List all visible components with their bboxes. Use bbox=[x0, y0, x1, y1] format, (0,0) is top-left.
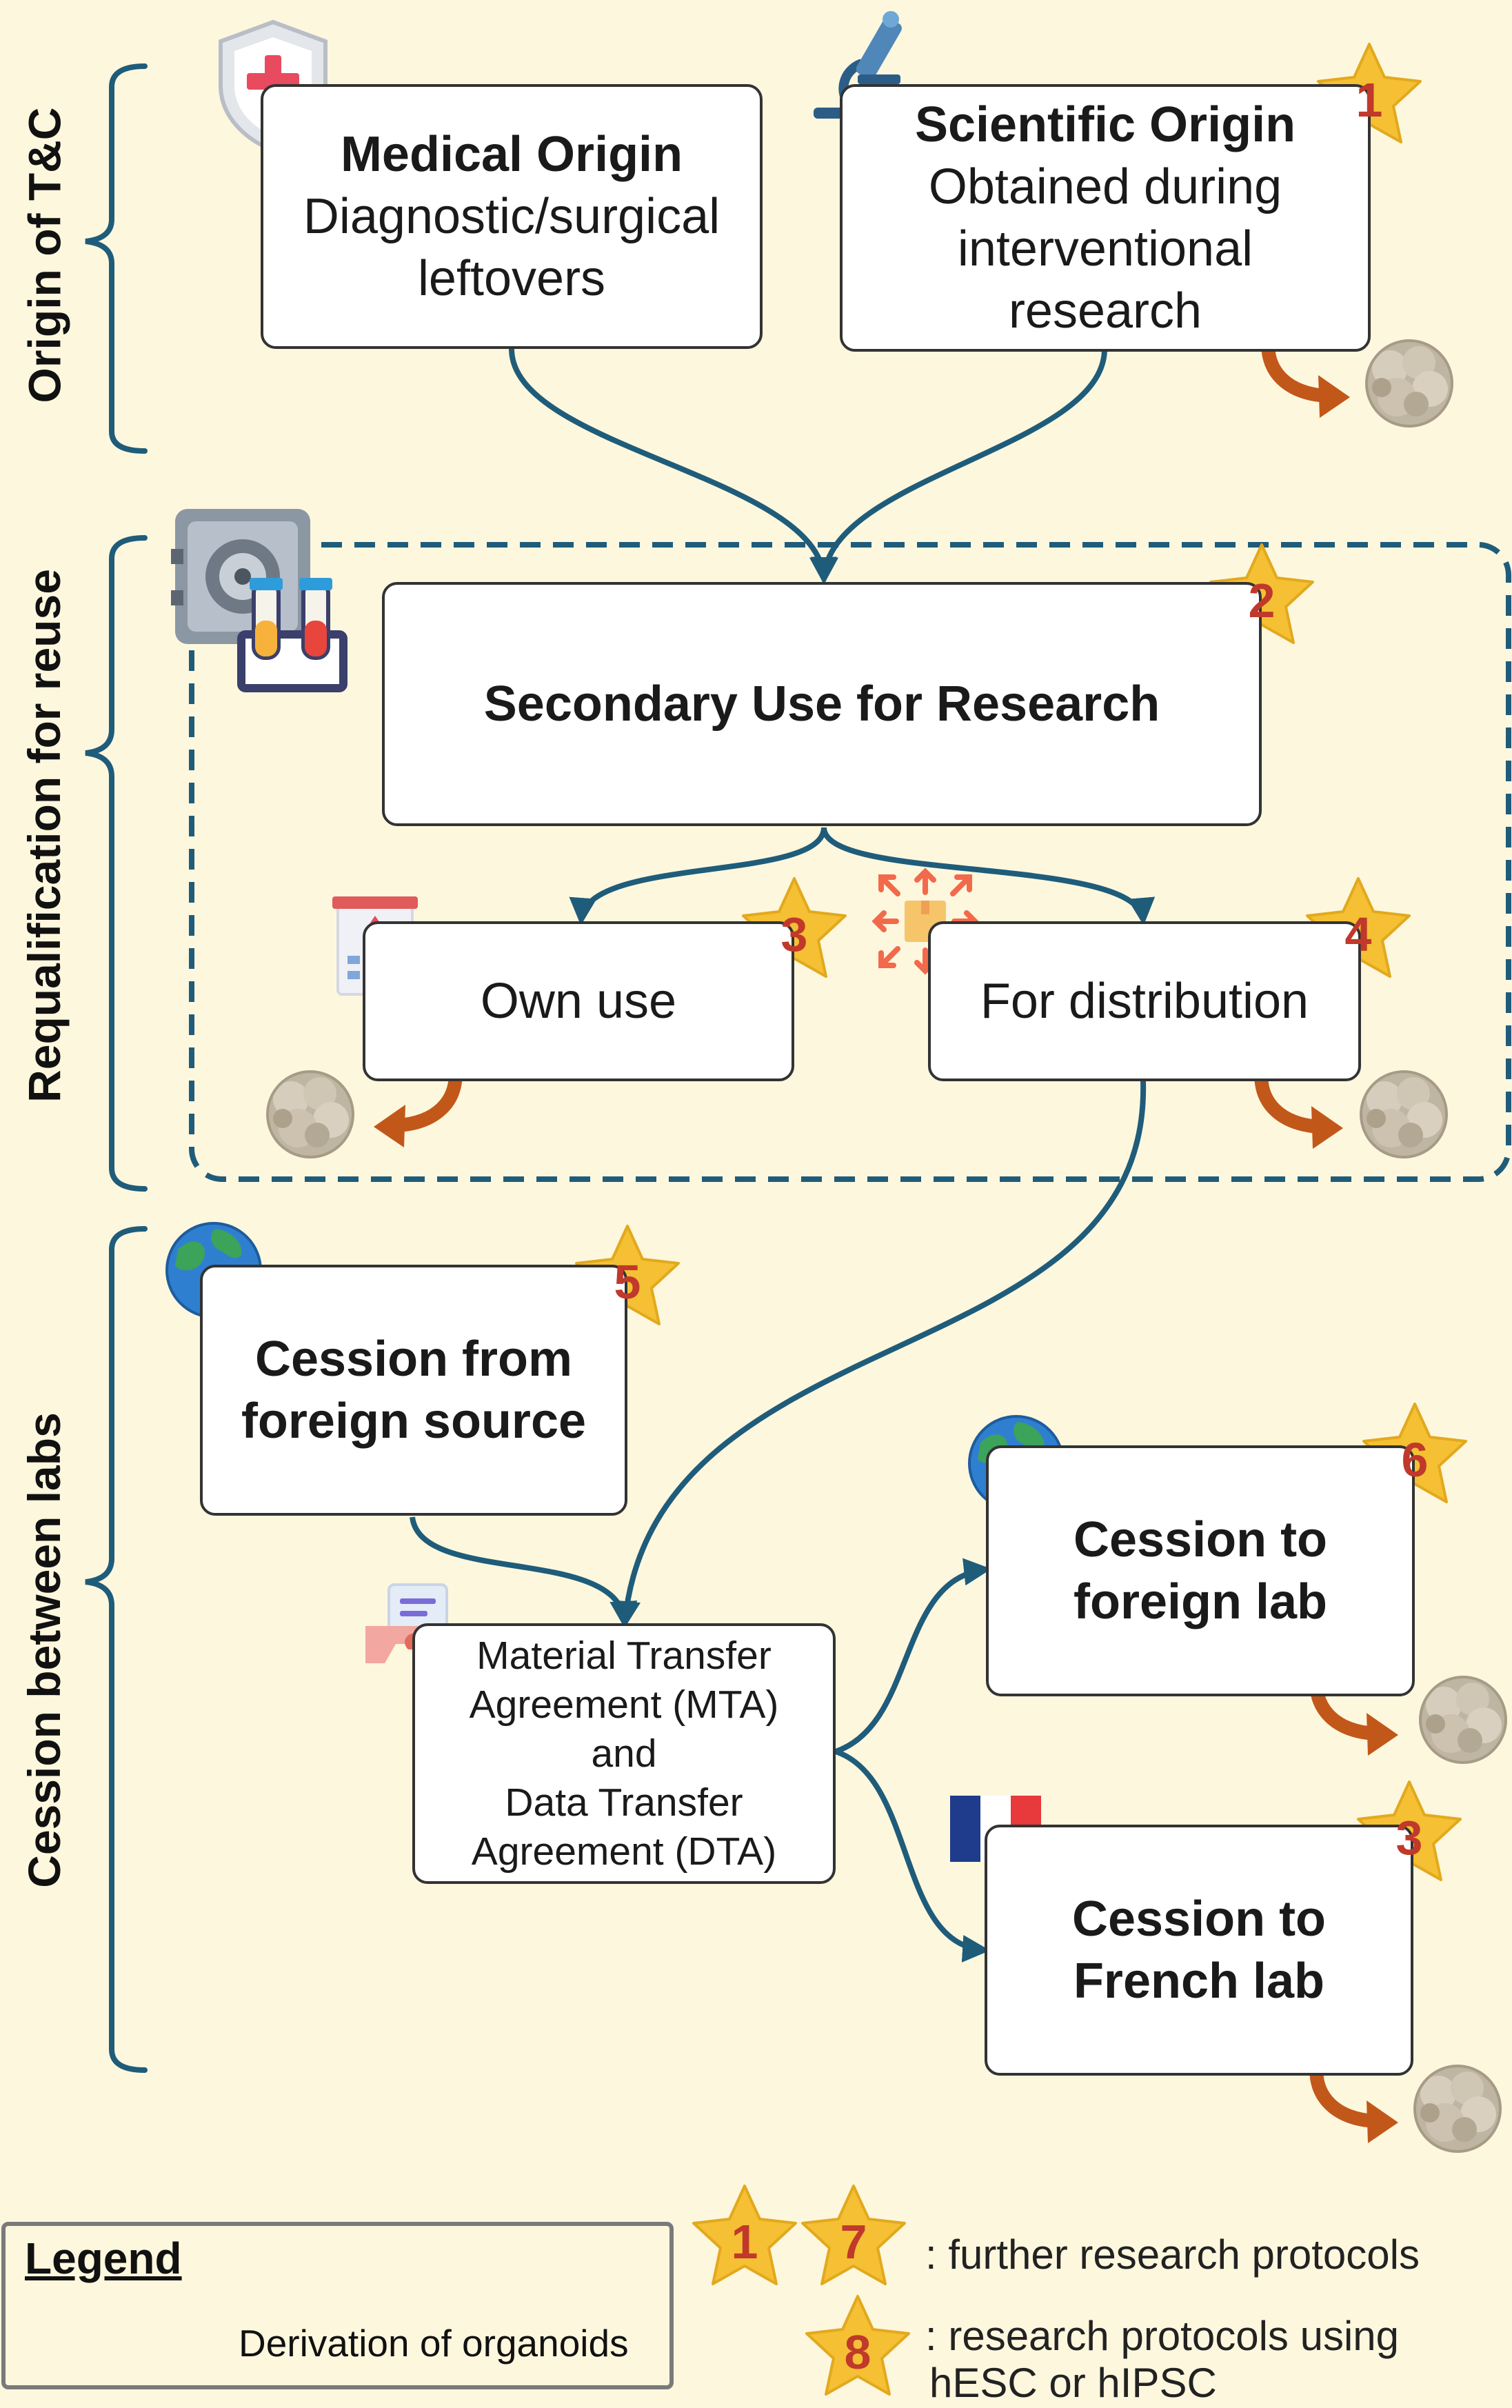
arrow-secondary-to-own-use bbox=[569, 827, 827, 925]
test-tubes-icon bbox=[237, 578, 347, 692]
badge-cession-foreign-source: 5 bbox=[614, 1255, 641, 1309]
cession-french-lab-line: Cession to bbox=[1071, 1892, 1327, 1947]
arrow-mta-to-french-lab bbox=[834, 1749, 990, 1963]
badge-cession-french-lab: 3 bbox=[1395, 1811, 1423, 1865]
medical-origin-line: leftovers bbox=[417, 251, 606, 306]
mta-line: Material Transfer bbox=[476, 1633, 772, 1678]
safe-icon bbox=[171, 509, 310, 644]
medical-origin-title: Medical Origin bbox=[340, 127, 683, 182]
for-distribution-label: For distribution bbox=[980, 974, 1309, 1029]
derivation-distribution bbox=[1261, 1069, 1448, 1158]
secondary-use-box: Secondary Use for Research bbox=[382, 582, 1262, 826]
arrow-foreign-source-to-mta bbox=[410, 1516, 638, 1629]
badge-cession-foreign-lab: 6 bbox=[1401, 1433, 1429, 1487]
brace-origin bbox=[85, 63, 148, 454]
mta-line: Agreement (DTA) bbox=[471, 1829, 777, 1874]
arrow-distribution-to-mta bbox=[613, 1081, 1147, 1629]
legend: Legend Derivation of organoids bbox=[1, 2222, 674, 2389]
mta-line: Agreement (MTA) bbox=[469, 1682, 779, 1727]
derivation-french-lab bbox=[1316, 2063, 1502, 2153]
legend-note-hesc-line1: : research protocols using bbox=[925, 2313, 1400, 2359]
cession-foreign-source-line: foreign source bbox=[241, 1394, 587, 1449]
legend-organoid-text: Derivation of organoids bbox=[239, 2322, 629, 2365]
badge-secondary-use: 2 bbox=[1248, 574, 1276, 628]
mta-line: Data Transfer bbox=[505, 1780, 743, 1825]
cession-foreign-lab-line: Cession to bbox=[1073, 1512, 1328, 1567]
brace-requalification bbox=[85, 535, 148, 1192]
legend-star-c: 8 bbox=[844, 2325, 871, 2379]
medical-origin-line: Diagnostic/surgical bbox=[303, 189, 720, 244]
badge-own-use: 3 bbox=[780, 907, 808, 961]
scientific-origin-box: Scientific Origin Obtained during interv… bbox=[840, 84, 1371, 352]
scientific-origin-title: Scientific Origin bbox=[914, 97, 1296, 152]
scientific-origin-line: Obtained during bbox=[928, 159, 1282, 214]
scientific-origin-line: research bbox=[1008, 283, 1202, 339]
legend-star-a: 1 bbox=[731, 2215, 758, 2269]
brace-cession bbox=[85, 1226, 148, 2073]
mta-box: Material Transfer Agreement (MTA) and Da… bbox=[412, 1623, 836, 1884]
arrow-medical-to-secondary bbox=[509, 348, 837, 585]
medical-origin-box: Medical Origin Diagnostic/surgical lefto… bbox=[261, 84, 763, 349]
legend-note-hesc-line2: hESC or hIPSC bbox=[929, 2360, 1217, 2406]
secondary-use-title: Secondary Use for Research bbox=[483, 676, 1160, 732]
for-distribution-box: For distribution bbox=[928, 921, 1361, 1081]
cession-foreign-lab-box: Cession to foreign lab bbox=[986, 1445, 1415, 1696]
mta-line: and bbox=[591, 1731, 657, 1776]
requalification-region bbox=[189, 542, 1511, 1182]
own-use-label: Own use bbox=[480, 974, 677, 1029]
legend-title: Legend bbox=[25, 2234, 182, 2283]
cession-french-lab-line: French lab bbox=[1073, 1954, 1325, 2009]
badge-scientific-origin: 1 bbox=[1355, 73, 1383, 127]
cession-french-lab-box: Cession to French lab bbox=[985, 1825, 1413, 2076]
badge-for-distribution: 4 bbox=[1344, 907, 1372, 961]
cession-foreign-source-box: Cession from foreign source bbox=[200, 1265, 627, 1516]
legend-star-b: 7 bbox=[840, 2215, 867, 2269]
legend-note-further: : further research protocols bbox=[925, 2231, 1420, 2278]
own-use-box: Own use bbox=[363, 921, 794, 1081]
arrow-mta-to-foreign-lab bbox=[834, 1558, 991, 1754]
cession-foreign-source-line: Cession from bbox=[254, 1332, 573, 1387]
arrow-scientific-to-secondary bbox=[811, 348, 1107, 585]
cession-foreign-lab-line: foreign lab bbox=[1073, 1574, 1327, 1629]
arrow-secondary-to-distribution bbox=[821, 827, 1156, 925]
scientific-origin-line: interventional bbox=[957, 221, 1253, 277]
